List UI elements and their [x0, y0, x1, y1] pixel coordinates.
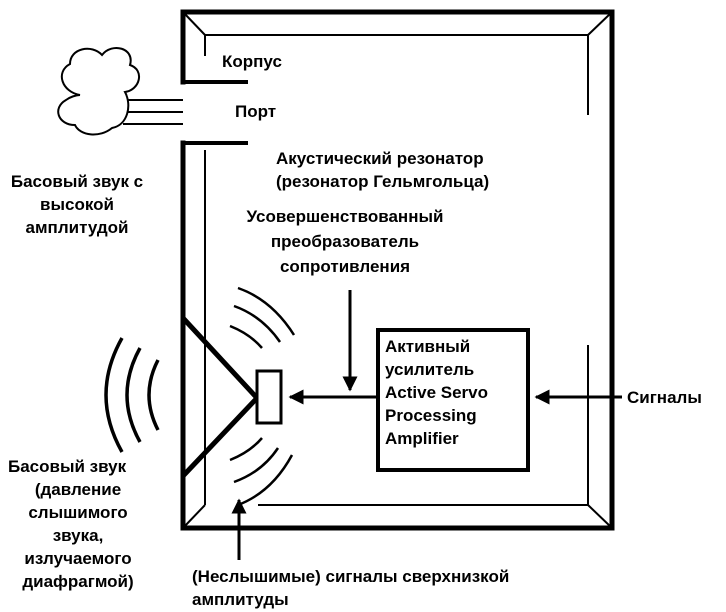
bevel-top-right: [587, 11, 613, 36]
audible-wave-1: [147, 359, 160, 431]
arrows: [231, 290, 622, 560]
enclosure-inner: [182, 11, 613, 529]
label-resonator-line-1: Акустический резонатор: [276, 149, 484, 168]
label-inaudible-line-1: (Неслышимые) сигналы сверхнизкой: [192, 567, 509, 586]
inner-top-left: [204, 34, 589, 115]
label-amp-line-1: Активный: [385, 337, 470, 356]
label-amp-line-2: усилитель: [385, 360, 474, 379]
label-high-bass-line-3: амплитудой: [26, 218, 129, 237]
label-diaphragm-line-6: диафрагмой): [22, 572, 133, 591]
enclosure-outer-top: [180, 9, 615, 531]
label-amp-line-4: Processing: [385, 406, 477, 425]
enclosure: [180, 9, 615, 531]
label-diaphragm-line-3: слышимого: [28, 503, 127, 522]
label-converter-line-1: Усовершенствованный: [247, 207, 444, 226]
lower-wave-2: [233, 447, 280, 484]
label-resonator-line-2: (резонатор Гельмгольца): [276, 172, 489, 191]
label-signals: Сигналы: [627, 388, 702, 407]
label-diaphragm-line-5: излучаемого: [24, 549, 131, 568]
upper-wave-3: [237, 286, 296, 336]
lower-wave-1: [229, 437, 263, 462]
voice-coil: [255, 369, 283, 425]
audible-waves: [104, 337, 160, 453]
label-diaphragm-line-4: звука,: [53, 526, 104, 545]
port-airflow: [123, 99, 183, 125]
label-diaphragm-line-1: Басовый звук: [8, 457, 127, 476]
labels: Корпус Порт Акустический резонатор (резо…: [8, 52, 702, 609]
label-enclosure: Корпус: [222, 52, 282, 71]
driver: [181, 316, 283, 478]
upper-wave-1: [229, 324, 263, 349]
upper-wave-2: [233, 304, 282, 343]
bevel-bottom-right: [587, 504, 613, 529]
port: [183, 80, 248, 145]
label-converter-line-2: преобразователь: [271, 232, 419, 251]
amplifier-box: [376, 328, 530, 472]
label-amp-line-5: Amplifier: [385, 429, 459, 448]
label-diaphragm-line-2: (давление: [35, 480, 121, 499]
label-inaudible-line-2: амплитуды: [192, 590, 289, 609]
audible-wave-3: [104, 337, 124, 453]
inaudible-waves-upper: [229, 286, 296, 349]
inaudible-waves-lower: [229, 437, 294, 507]
label-port: Порт: [235, 102, 276, 121]
label-high-bass-line-1: Басовый звук с: [11, 172, 143, 191]
label-high-bass-line-2: высокой: [40, 195, 114, 214]
bevel-bottom-left: [182, 504, 206, 529]
audible-wave-2: [125, 347, 142, 443]
cloud-icon: [57, 46, 140, 136]
bevel-top-left: [182, 11, 206, 36]
label-amp-line-3: Active Servo: [385, 383, 488, 402]
label-converter-line-3: сопротивления: [280, 257, 410, 276]
